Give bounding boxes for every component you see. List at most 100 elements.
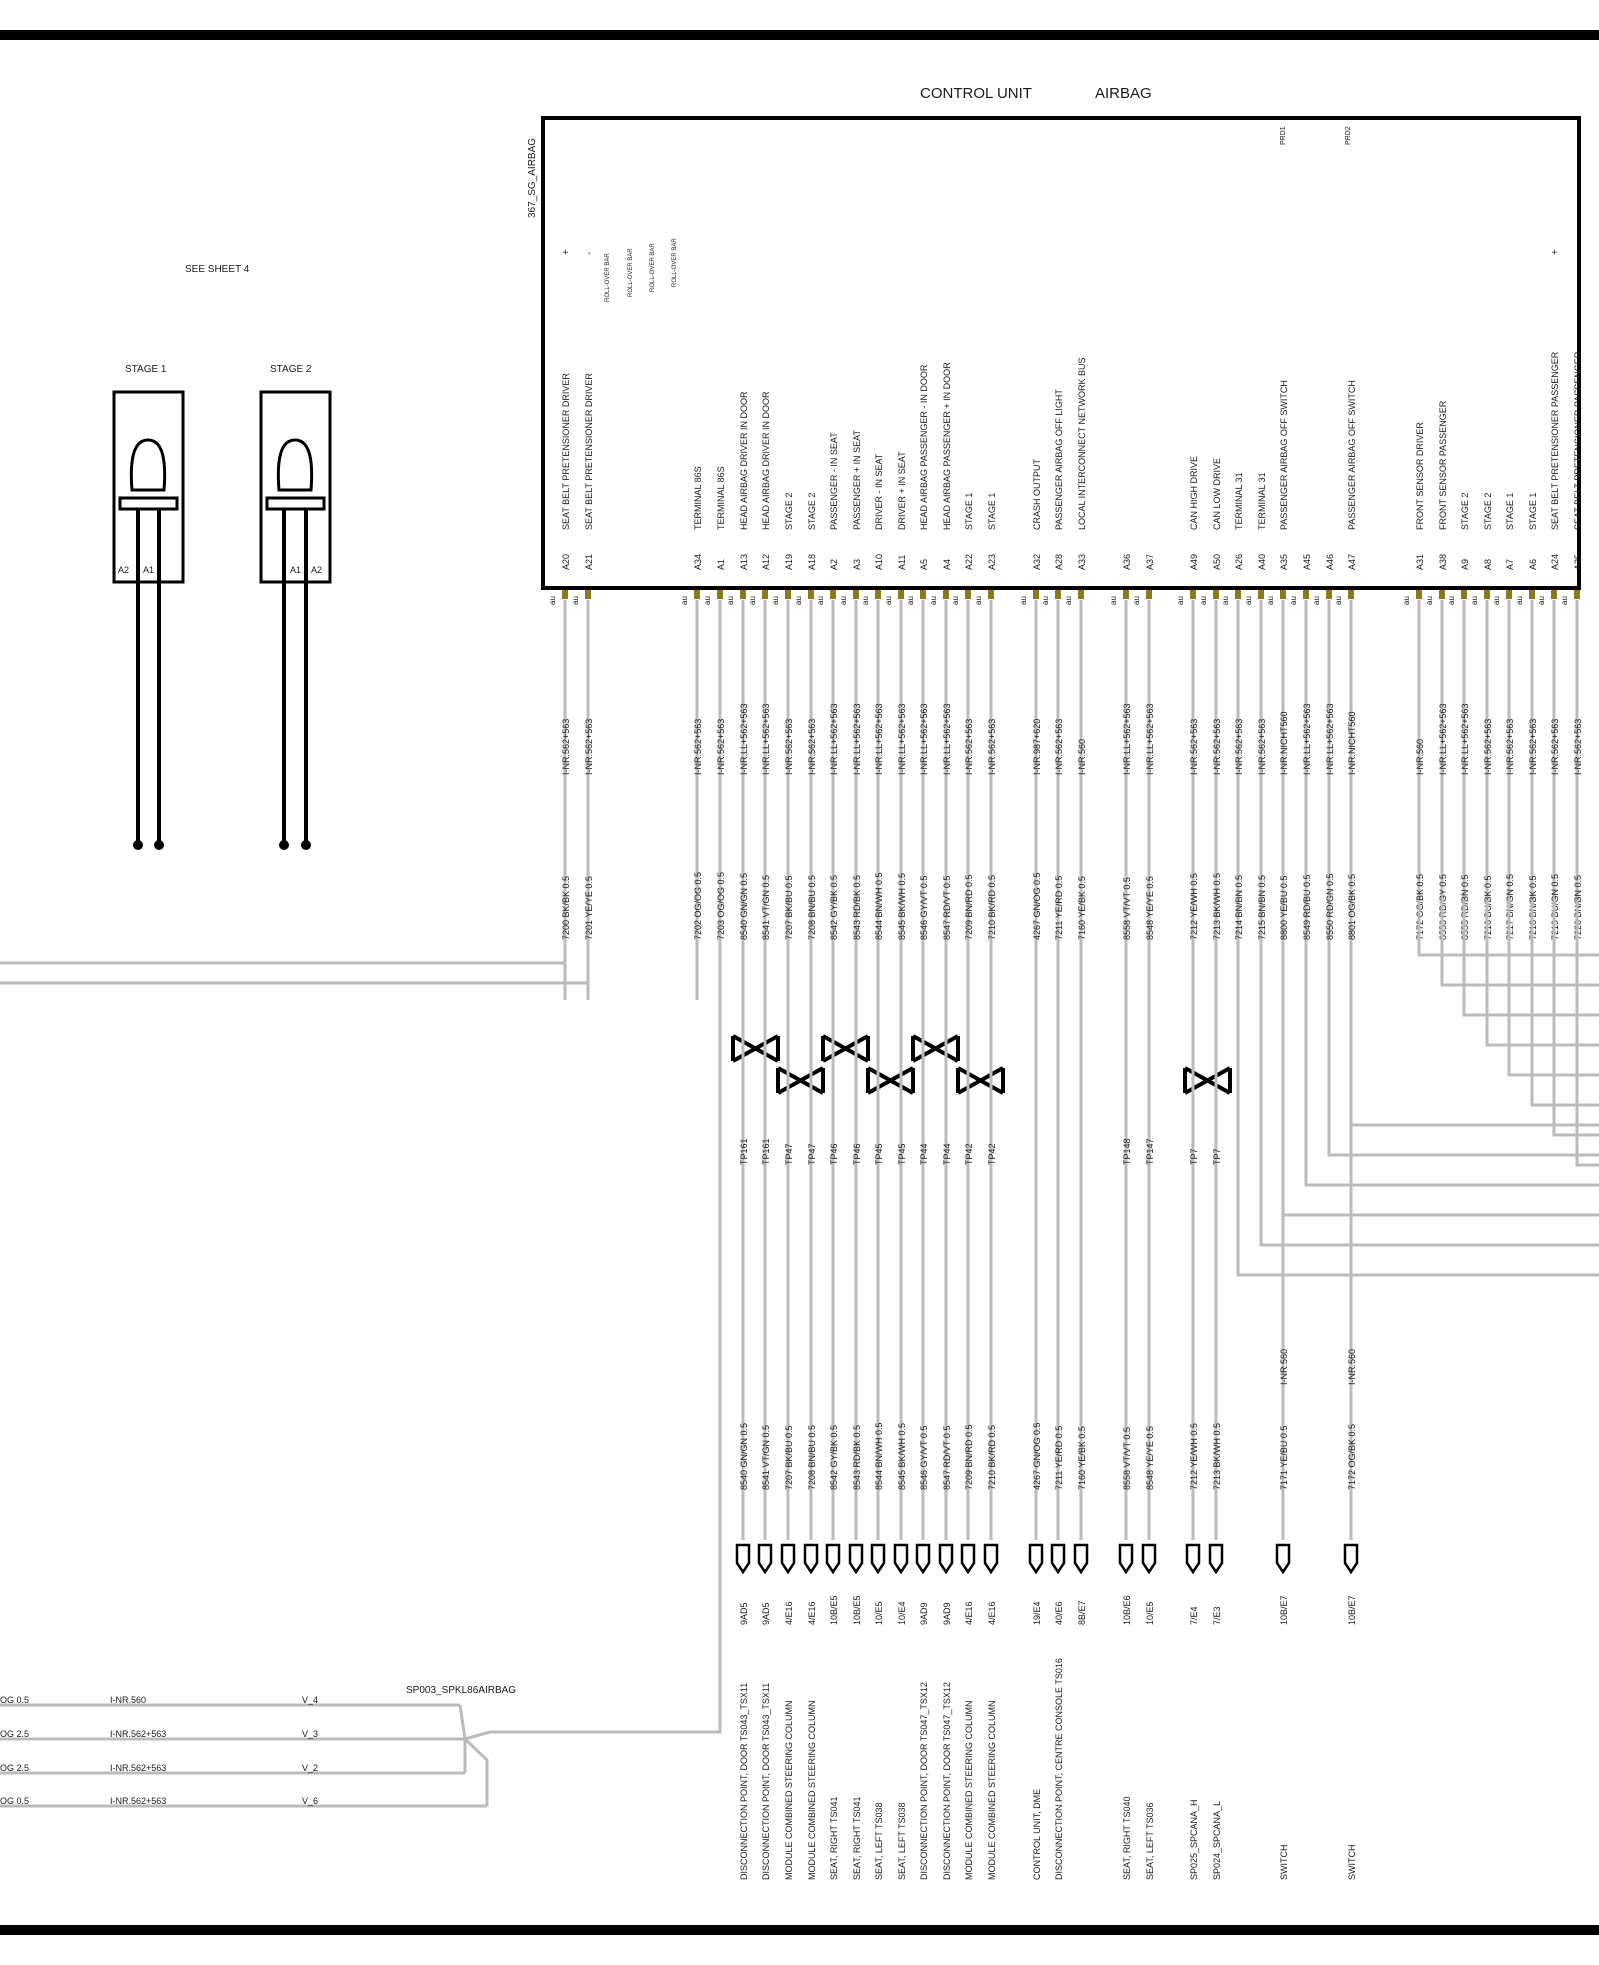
splice-wire: OG 0.5	[0, 1695, 29, 1705]
squib-pin: A2	[118, 565, 129, 575]
pin-description: STAGE 2	[1460, 493, 1470, 530]
pin-number: A7	[1505, 559, 1515, 570]
pin-description: SEAT BELT PRETENSIONER PASSENGER	[1573, 351, 1583, 530]
connector-label: 10/E5	[874, 1601, 884, 1625]
destination-label: DISCONNECTION POINT, DOOR TS043_TSX11	[739, 1683, 749, 1880]
wire-label: 7211 YE/RD 0.5	[1054, 1426, 1064, 1490]
connector-arrow-icon	[1185, 1543, 1201, 1575]
wire-harness-label: I-NR.562+563	[1189, 719, 1199, 775]
wire-label: 8540 GN/GN 0.5	[739, 1423, 749, 1490]
wire-route	[1236, 1000, 1599, 1277]
wire-label: 8540 GN/GN 0.5	[739, 873, 749, 940]
wire-label: 8558 VT/VT 0.5	[1122, 877, 1132, 940]
destination-label: DISCONNECTION POINT, DOOR TS047_TSX12	[919, 1682, 929, 1880]
splice-nr: I-NR.562+563	[110, 1796, 166, 1806]
wire-harness-label: I-NR.560	[1415, 739, 1425, 775]
connector-arrow-icon	[1275, 1543, 1291, 1575]
pin-suffix: au	[839, 596, 848, 605]
wire-label: 7213 BK/WH 0.5	[1212, 1423, 1222, 1490]
wire-label: 7172 OG/BK 0.5	[1347, 1424, 1357, 1490]
connector-arrow-icon	[915, 1543, 931, 1575]
pin-terminal	[1146, 590, 1152, 599]
connector-label: 9AD9	[942, 1602, 952, 1625]
pin-number: A33	[1077, 554, 1087, 570]
wire-label: 8544 BN/WH 0.5	[874, 872, 884, 940]
destination-label: SEAT, RIGHT TS040	[1122, 1796, 1132, 1880]
pin-description: STAGE 2	[807, 493, 817, 530]
pin-number: A26	[1234, 554, 1244, 570]
wire-label: 7203 OG/OG 0.5	[716, 872, 726, 940]
wire-label: 8546 GY/VT 0.5	[919, 1426, 929, 1490]
splice-wire: OG 2.5	[0, 1763, 29, 1773]
wire-label: 8542 GY/BK 0.5	[829, 1425, 839, 1490]
pin-terminal	[1033, 590, 1039, 599]
rollover-label: ROLL-OVER BAR	[605, 253, 611, 302]
pin-description: HEAD AIRBAG PASSENGER + IN DOOR	[942, 362, 952, 530]
wire-label: 4267 GN/OG 0.5	[1032, 872, 1042, 940]
wire-harness-label: I-NR.LL+562+563	[1438, 703, 1448, 775]
connector-label: 40/E6	[1054, 1601, 1064, 1625]
prd2-label: PRD2	[1345, 126, 1352, 145]
wire-harness-label: I-NR.560	[1347, 1349, 1357, 1385]
wire-label: 4267 GN/OG 0.5	[1032, 1422, 1042, 1490]
pin-terminal	[920, 590, 926, 599]
pin-suffix: au	[703, 596, 712, 605]
pin-suffix: au	[1244, 596, 1253, 605]
bottom-border	[0, 1925, 1599, 1935]
pin-terminal	[1303, 590, 1309, 599]
wire-harness-label: I-NR.NICHT560	[1279, 711, 1289, 775]
splice-v: V_2	[302, 1763, 318, 1773]
connector-label: 10B/E7	[1347, 1595, 1357, 1625]
wire-harness-label: I-NR.LL+562+563	[1302, 703, 1312, 775]
squib-pin: A2	[311, 565, 322, 575]
pin-number: A12	[761, 554, 771, 570]
connector-arrow-icon	[1343, 1543, 1359, 1575]
pin-description: FRONT SENSOR DRIVER	[1415, 422, 1425, 530]
wire-harness-label: I-NR.NICHT560	[1347, 711, 1357, 775]
wire-harness-label: I-NR.562+563	[1573, 719, 1583, 775]
wire-label: 8545 BK/WH 0.5	[897, 873, 907, 940]
pin-terminal	[808, 590, 814, 599]
connector-arrow-icon	[870, 1543, 886, 1575]
pin-number: A46	[1325, 554, 1335, 570]
pin-suffix: au	[1132, 596, 1141, 605]
wire-harness-label: I-NR.562+563	[584, 719, 594, 775]
destination-label: SEAT, RIGHT TS041	[852, 1796, 862, 1880]
test-point-label: TP47	[784, 1143, 794, 1165]
pin-description: PASSENGER - IN SEAT	[829, 432, 839, 530]
pin-terminal	[875, 590, 881, 599]
splice-name: SP003_SPKL86AIRBAG	[406, 1685, 516, 1696]
pin-terminal	[1574, 590, 1580, 599]
test-point-label: TP148	[1122, 1138, 1132, 1165]
squib-pin: A1	[290, 565, 301, 575]
wire-label: 7160 YE/BK 0.5	[1077, 876, 1087, 940]
pin-description: STAGE 1	[964, 493, 974, 530]
pin-number: A23	[987, 554, 997, 570]
pin-description: PASSENGER AIRBAG OFF SWITCH	[1347, 380, 1357, 530]
connector-arrow-icon	[803, 1543, 819, 1575]
pin-terminal	[740, 590, 746, 599]
wire-label: 8541 VT/GN 0.5	[761, 1425, 771, 1490]
connector-label: 9AD9	[919, 1602, 929, 1625]
pin-number: A25	[1573, 554, 1583, 570]
pin-suffix: au	[1334, 596, 1343, 605]
connector-label: 10B/E6	[1122, 1595, 1132, 1625]
pin-suffix: au	[1289, 596, 1298, 605]
pin-terminal	[1123, 590, 1129, 599]
pin-suffix: au	[906, 596, 915, 605]
pin-terminal	[1258, 590, 1264, 599]
rollover-label: ROLL-OVER BAR	[628, 248, 634, 297]
pin-number: A35	[1279, 554, 1289, 570]
pin-number: A37	[1145, 554, 1155, 570]
pin-description: SEAT BELT PRETENSIONER DRIVER	[584, 373, 594, 530]
wire-label: 8541 VT/GN 0.5	[761, 875, 771, 940]
wire-label: 8545 BK/WH 0.5	[897, 1423, 907, 1490]
wire-label: 7207 BK/BU 0.5	[784, 1425, 794, 1490]
test-point-label: TP47	[807, 1143, 817, 1165]
twisted-pair-symbols	[731, 1034, 1232, 1095]
